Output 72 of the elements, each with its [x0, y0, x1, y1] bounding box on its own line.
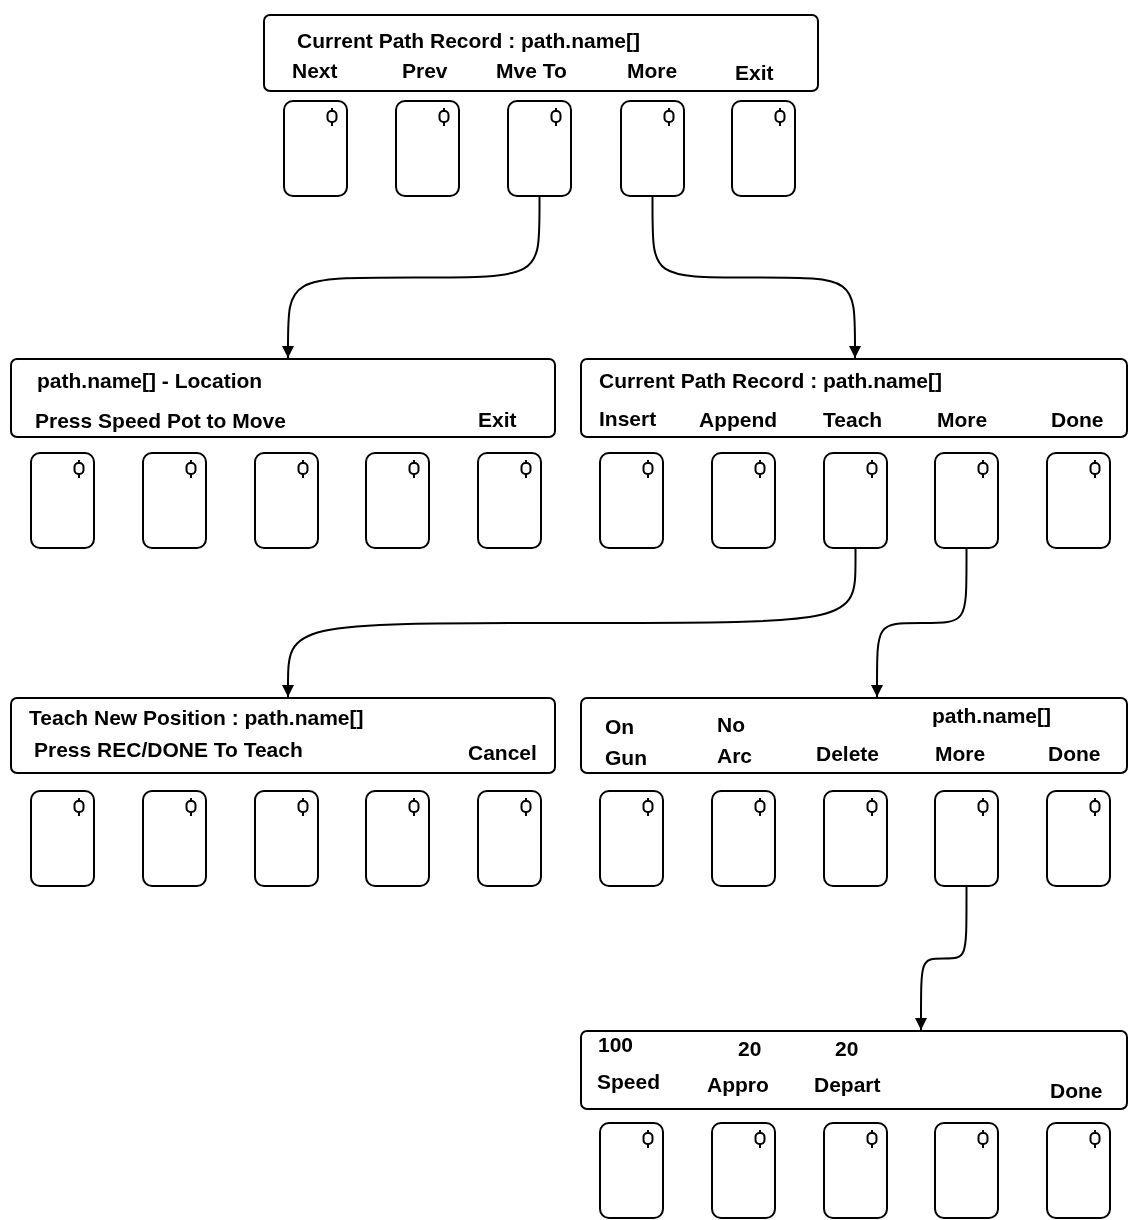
menu-label: Press REC/DONE To Teach	[34, 737, 303, 763]
soft-key	[823, 1122, 888, 1219]
soft-key	[283, 100, 348, 197]
menu-label: More	[937, 407, 988, 433]
panel-title: 100	[598, 1032, 634, 1058]
menu-label: Done	[1048, 741, 1101, 767]
display-panel	[580, 358, 1128, 438]
soft-key	[254, 452, 319, 549]
soft-key	[365, 790, 430, 887]
menu-label: Mve To	[496, 58, 567, 84]
panel-title: Current Path Record : path.name[]	[599, 368, 943, 394]
soft-key	[599, 1122, 664, 1219]
menu-label: More	[627, 58, 678, 84]
menu-label: Insert	[599, 406, 657, 432]
soft-key	[823, 790, 888, 887]
menu-label: Speed	[597, 1069, 661, 1095]
menu-label: Done	[1050, 1078, 1103, 1104]
soft-key	[477, 790, 542, 887]
menu-label: No Arc	[717, 712, 754, 769]
soft-key	[599, 452, 664, 549]
soft-key	[142, 790, 207, 887]
soft-key	[142, 452, 207, 549]
soft-key	[395, 100, 460, 197]
menu-label: 20	[835, 1036, 859, 1062]
soft-key	[711, 452, 776, 549]
soft-key	[823, 452, 888, 549]
arrow	[282, 548, 857, 698]
arrow	[651, 196, 861, 359]
menu-label: More	[935, 741, 986, 767]
menu-label: Prev	[402, 58, 448, 84]
menu-label: Teach	[823, 407, 883, 433]
menu-label: Exit	[735, 60, 774, 86]
soft-key	[254, 790, 319, 887]
display-panel	[580, 1030, 1128, 1110]
menu-label: Next	[292, 58, 338, 84]
soft-key	[365, 452, 430, 549]
soft-key	[934, 790, 999, 887]
panel-title: Current Path Record : path.name[]	[297, 28, 641, 54]
soft-key	[477, 452, 542, 549]
menu-label: Appro	[707, 1072, 769, 1098]
soft-key	[934, 1122, 999, 1219]
menu-label: Cancel	[468, 740, 537, 766]
menu-label: Done	[1051, 407, 1104, 433]
panel-title: path.name[]	[932, 703, 1051, 729]
soft-key	[30, 790, 95, 887]
soft-key	[30, 452, 95, 549]
arrow	[282, 196, 541, 359]
panel-title: path.name[] - Location	[37, 368, 263, 394]
soft-key	[1046, 790, 1111, 887]
menu-label: 20	[738, 1036, 762, 1062]
arrow	[871, 548, 968, 698]
soft-key	[1046, 452, 1111, 549]
arrow	[915, 886, 968, 1031]
soft-key	[731, 100, 796, 197]
display-panel	[10, 697, 556, 774]
display-panel	[580, 697, 1128, 774]
menu-label: Exit	[478, 407, 517, 433]
soft-key	[620, 100, 685, 197]
soft-key	[599, 790, 664, 887]
soft-key	[711, 1122, 776, 1219]
soft-key	[711, 790, 776, 887]
display-panel	[10, 358, 556, 438]
soft-key	[934, 452, 999, 549]
menu-label: Delete	[816, 741, 880, 767]
display-panel	[263, 14, 819, 92]
soft-key	[507, 100, 572, 197]
menu-label: Press Speed Pot to Move	[35, 408, 286, 434]
menu-label: Append	[699, 407, 778, 433]
panel-title: Teach New Position : path.name[]	[29, 705, 364, 731]
menu-label: Depart	[814, 1072, 881, 1098]
soft-key	[1046, 1122, 1111, 1219]
menu-label: On Gun	[605, 714, 648, 771]
